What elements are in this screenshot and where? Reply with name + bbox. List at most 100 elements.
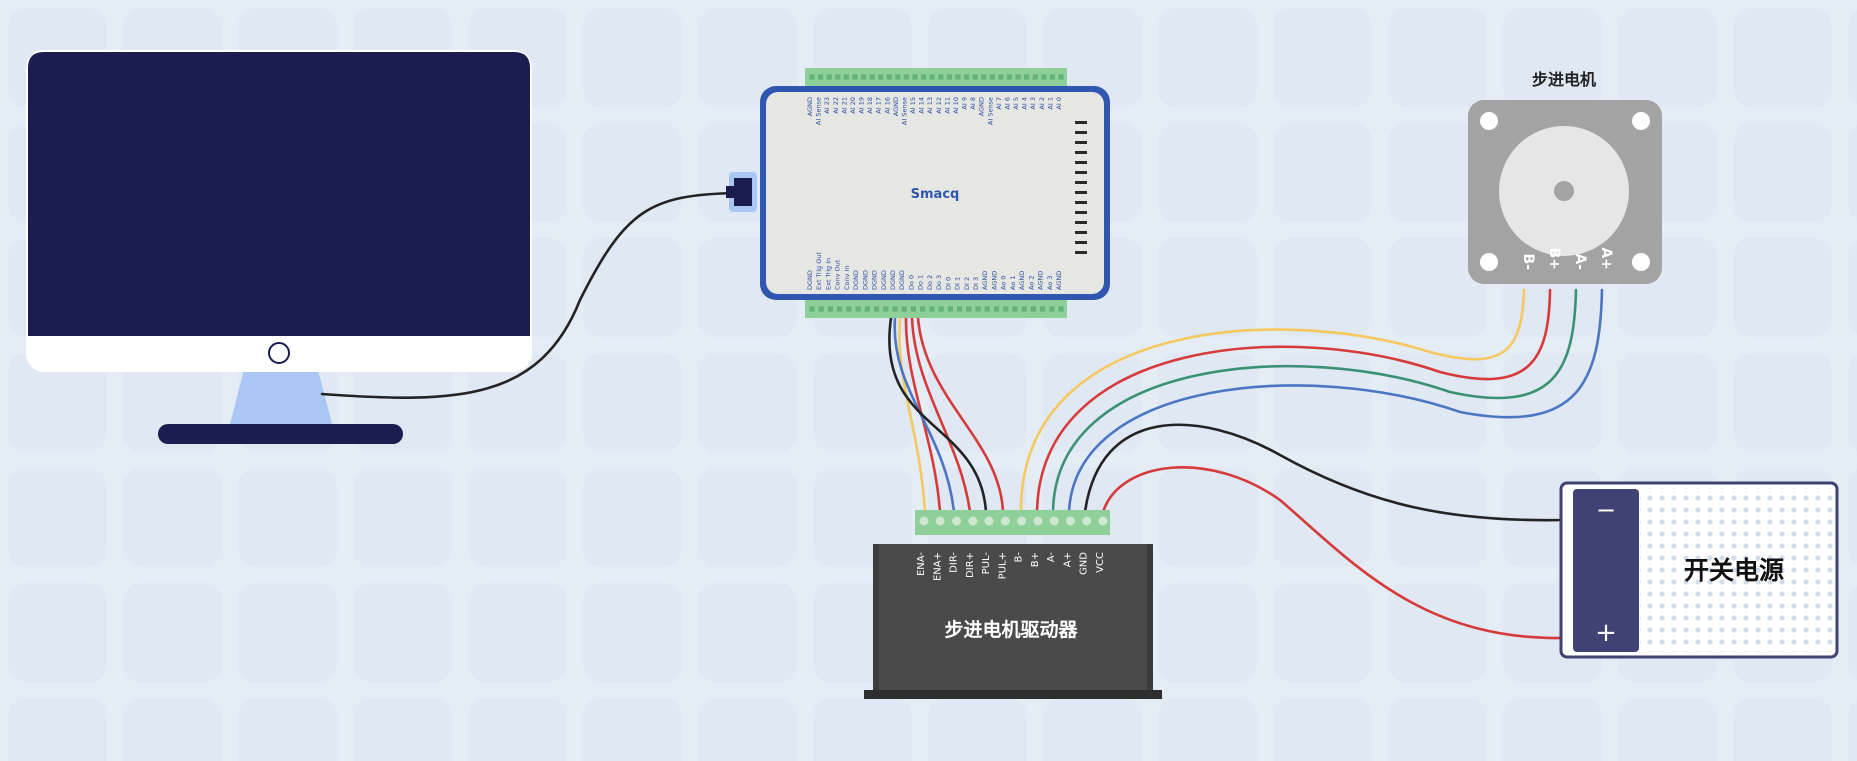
motor-mount-hole	[1632, 253, 1650, 271]
driver-base-plate	[864, 690, 1162, 699]
daq-top-pin-label: AI 16	[883, 97, 891, 114]
wire-driver-b-minus-to-motor	[1019, 288, 1526, 514]
motor-mount-hole	[1632, 112, 1650, 130]
daq-terminal-screw	[989, 74, 995, 80]
daq-bottom-pin-label: DGND	[898, 270, 906, 290]
driver-pin-label: A-	[1046, 552, 1057, 563]
daq-top-pin-label: AI 5	[1012, 97, 1020, 110]
daq-top-pin-label: AI 9	[961, 97, 969, 110]
wire-driver-b-plus-to-motor	[1035, 288, 1552, 514]
driver-pin-label: DIR+	[965, 552, 976, 578]
wire-daq-ena-minus	[898, 316, 927, 514]
daq-bottom-pin-label: AGND	[1037, 271, 1045, 290]
wire-driver-vcc-to-psu	[1101, 466, 1564, 640]
daq-top-pin-label: AI Sense	[986, 97, 994, 125]
motor-title: 步进电机	[1532, 70, 1596, 89]
daq-terminal-screw	[864, 306, 870, 312]
daq-top-pin-label: AI 10	[952, 97, 960, 114]
driver-pin-label: B-	[1014, 552, 1025, 563]
daq-top-pin-label: AI 6	[1003, 97, 1011, 110]
daq-terminal-screw	[921, 74, 927, 80]
daq-bottom-pin-label: Ao 3	[1046, 275, 1054, 290]
daq-terminal-screw	[1049, 306, 1055, 312]
daq-top-pin-label: AI 19	[858, 97, 866, 114]
daq-top-pin-label: AI 18	[866, 97, 874, 114]
driver-screw-row	[919, 516, 1108, 526]
psu-title: 开关电源	[1684, 556, 1784, 585]
daq-terminal-screw	[1021, 306, 1027, 312]
daq-terminal-screw	[947, 306, 953, 312]
daq-side-pin	[1075, 141, 1087, 144]
driver-pin-label: VCC	[1095, 552, 1106, 573]
daq-terminal-screw	[1024, 74, 1030, 80]
monitor-neck	[230, 370, 332, 424]
daq-terminal-screw	[1058, 74, 1064, 80]
daq-bottom-pin-label: Ext Trig In	[824, 258, 832, 290]
monitor-base	[158, 424, 403, 444]
daq-side-pin	[1075, 151, 1087, 154]
daq-terminal-screw	[1006, 74, 1013, 80]
daq-terminal-screw	[826, 74, 832, 80]
daq-top-pin-label: AI 4	[1021, 97, 1029, 110]
daq-top-pin-label: AI 7	[995, 97, 1003, 110]
driver-terminal-screw	[984, 516, 994, 526]
daq-body	[766, 92, 1104, 294]
daq-terminal-screw	[912, 74, 918, 80]
driver-pin-label: B+	[1030, 552, 1041, 567]
daq-terminal-screw	[873, 306, 880, 312]
daq-terminal-screw	[1049, 74, 1056, 80]
computer-monitor	[26, 50, 532, 444]
daq-side-pin	[1075, 241, 1087, 244]
daq-terminal-screw	[946, 74, 952, 80]
driver-terminal-screw	[1098, 516, 1108, 526]
daq-side-pin	[1075, 181, 1087, 184]
daq-terminal-screw	[981, 74, 987, 80]
daq-bottom-pin-label: AGND	[981, 271, 989, 290]
daq-top-pin-label: AI Sense	[815, 97, 823, 125]
daq-bottom-pin-label: DGND	[871, 270, 879, 290]
driver-terminal-block	[915, 510, 1110, 535]
daq-terminal-screw	[835, 74, 841, 80]
daq-bottom-pin-label: AGND	[990, 271, 998, 290]
daq-bottom-pin-label: Conv In	[843, 265, 851, 290]
daq-terminal-screw	[910, 306, 917, 312]
driver-pin-label: PUL+	[997, 552, 1008, 579]
daq-bottom-pin-label: DGND	[861, 270, 869, 290]
daq-top-pin-label: AGND	[806, 97, 814, 116]
daq-top-pin-label: AI 13	[926, 97, 934, 114]
daq-terminal-screw	[827, 306, 834, 312]
daq-top-pin-label: AI 8	[969, 97, 977, 110]
daq-terminal-screw	[886, 74, 892, 80]
daq-bottom-pin-label: Ao 1	[1009, 275, 1017, 290]
driver-terminal-screw	[1049, 516, 1059, 526]
daq-side-pin	[1075, 131, 1087, 134]
daq-top-pin-label: AI 3	[1029, 97, 1037, 110]
daq-bottom-pin-label: Do 0	[907, 275, 915, 290]
psu-terminal-panel	[1573, 489, 1639, 652]
daq-side-pin	[1075, 251, 1087, 254]
daq-terminal-screw	[998, 74, 1004, 80]
daq-bottom-pin-label: Do 2	[926, 275, 934, 290]
daq-side-pin-header	[1075, 121, 1087, 254]
motor-pin-label: A-	[1572, 253, 1588, 270]
daq-side-pin	[1075, 191, 1087, 194]
daq-terminal-screw	[892, 306, 898, 312]
daq-top-pin-label: AI 22	[832, 97, 840, 114]
driver-terminal-screw	[1065, 516, 1075, 526]
daq-terminal-screw	[1058, 306, 1064, 312]
daq-top-pin-label: AI 11	[943, 97, 951, 114]
daq-side-pin	[1075, 221, 1087, 224]
switching-power-supply: − + 开关电源	[1559, 481, 1839, 659]
daq-bottom-pin-label: Do 3	[935, 275, 943, 290]
daq-terminal-screw	[1003, 306, 1009, 312]
daq-top-pin-label: AI 20	[849, 97, 857, 114]
stepper-motor: 步进电机 B-B+A-A+	[1468, 70, 1662, 284]
daq-bottom-pin-label: DGND	[880, 270, 888, 290]
daq-terminal-screw	[993, 306, 1000, 312]
daq-terminal-screw	[903, 74, 910, 80]
daq-top-pin-label: AI 21	[840, 97, 848, 114]
driver-face	[879, 544, 1147, 690]
daq-terminal-screw	[938, 74, 944, 80]
